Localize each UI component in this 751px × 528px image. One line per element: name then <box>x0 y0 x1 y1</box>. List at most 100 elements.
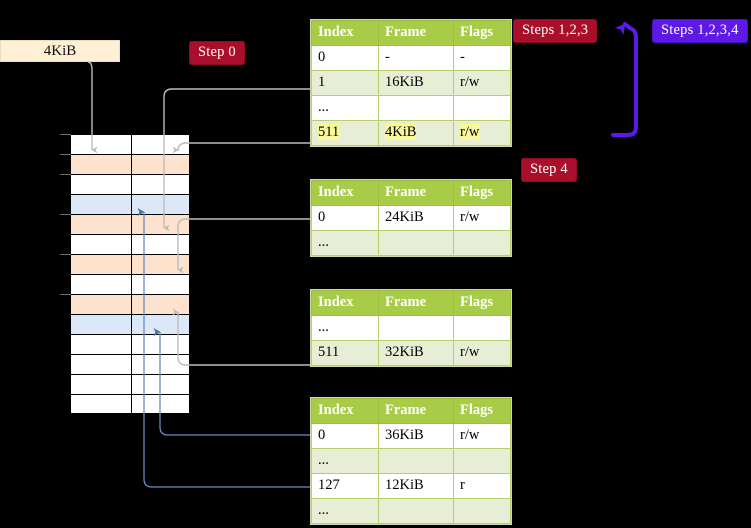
physical-memory-column <box>70 134 190 414</box>
cell-frame: 4KiB <box>378 120 454 146</box>
steps1234-badge: Steps 1,2,3,4 <box>652 19 748 43</box>
cell-index: 127 <box>311 473 379 499</box>
page-table-pt: Index Frame Flags 0 36KiB r/w ... 127 12… <box>311 398 511 524</box>
memory-row <box>71 395 189 414</box>
column-header-flags: Flags <box>453 398 511 424</box>
page-size-box: 4KiB <box>0 40 120 62</box>
memory-row <box>71 295 189 315</box>
column-header-flags: Flags <box>453 20 511 46</box>
cell-frame <box>378 95 454 121</box>
column-header-flags: Flags <box>453 180 511 206</box>
cell-flags-text: r/w <box>460 124 480 140</box>
step4-badge: Step 4 <box>521 158 577 182</box>
memory-row <box>71 275 189 295</box>
table-header-row: Index Frame Flags <box>311 290 511 316</box>
steps123-badge: Steps 1,2,3 <box>513 19 598 43</box>
column-header-index: Index <box>311 398 379 424</box>
table-row: 1 16KiB r/w <box>311 70 511 96</box>
cell-index: 511 <box>311 120 379 146</box>
cell-index: ... <box>311 448 379 474</box>
table-row: 0 24KiB r/w <box>311 205 511 231</box>
cell-flags: r/w <box>453 120 511 146</box>
memory-row <box>71 135 189 155</box>
arrow-steps-bracket <box>611 22 638 137</box>
memory-row <box>71 315 189 335</box>
page-table-pml4: Index Frame Flags 0 - - 1 16KiB r/w ... <box>311 20 511 146</box>
memory-row <box>71 335 189 355</box>
step0-label: Step 0 <box>198 44 236 60</box>
cell-frame: 16KiB <box>378 70 454 96</box>
cell-frame: 24KiB <box>378 205 454 231</box>
table-row: 511 32KiB r/w <box>311 340 511 366</box>
table-row: 0 36KiB r/w <box>311 423 511 449</box>
memory-tick <box>60 294 71 295</box>
cell-flags <box>453 95 511 121</box>
cell-frame <box>378 315 454 341</box>
memory-tick <box>60 254 71 255</box>
table-row: 127 12KiB r <box>311 473 511 499</box>
cell-frame: 12KiB <box>378 473 454 499</box>
memory-row <box>71 355 189 375</box>
cell-flags <box>453 448 511 474</box>
column-header-index: Index <box>311 290 379 316</box>
memory-row <box>71 195 189 215</box>
column-header-frame: Frame <box>378 20 454 46</box>
cell-frame: 32KiB <box>378 340 454 366</box>
cell-flags: r <box>453 473 511 499</box>
cell-flags: r/w <box>453 340 511 366</box>
cell-flags: r/w <box>453 70 511 96</box>
table-row: ... <box>311 95 511 121</box>
table-row: ... <box>311 230 511 256</box>
cell-index: 0 <box>311 205 379 231</box>
table-header-row: Index Frame Flags <box>311 20 511 46</box>
cell-flags: r/w <box>453 423 511 449</box>
arrow-pd-row511-to-memory <box>172 308 310 366</box>
table-row: ... <box>311 498 511 524</box>
step0-badge: Step 0 <box>189 41 245 65</box>
cell-flags <box>453 498 511 524</box>
memory-tick <box>60 174 71 175</box>
memory-row <box>71 375 189 395</box>
cell-flags: - <box>453 45 511 71</box>
memory-row <box>71 175 189 195</box>
step4-label: Step 4 <box>530 161 568 177</box>
steps123-label: Steps 1,2,3 <box>522 22 589 38</box>
memory-row <box>71 235 189 255</box>
column-header-index: Index <box>311 20 379 46</box>
page-table-pdp: Index Frame Flags 0 24KiB r/w ... <box>311 180 511 256</box>
page-table-pd: Index Frame Flags ... 511 32KiB r/w <box>311 290 511 366</box>
cell-index: ... <box>311 95 379 121</box>
table-header-row: Index Frame Flags <box>311 398 511 424</box>
cell-index: 1 <box>311 70 379 96</box>
cell-frame-text: 4KiB <box>385 124 417 140</box>
table-header-row: Index Frame Flags <box>311 180 511 206</box>
table-row: ... <box>311 448 511 474</box>
column-header-frame: Frame <box>378 180 454 206</box>
cell-frame <box>378 448 454 474</box>
memory-column-divider <box>131 135 132 413</box>
steps1234-label: Steps 1,2,3,4 <box>661 22 739 38</box>
memory-tick <box>60 154 71 155</box>
cell-flags <box>453 315 511 341</box>
memory-tick <box>60 134 71 135</box>
cell-index: 511 <box>311 340 379 366</box>
memory-row <box>71 155 189 175</box>
cell-frame <box>378 498 454 524</box>
table-row: ... <box>311 315 511 341</box>
cell-flags <box>453 230 511 256</box>
memory-row <box>71 215 189 235</box>
cell-index: ... <box>311 498 379 524</box>
arrow-pdp-row0-to-memory <box>177 218 310 274</box>
cell-frame: - <box>378 45 454 71</box>
column-header-index: Index <box>311 180 379 206</box>
arrow-pml4-row511-to-memory <box>172 142 310 154</box>
cell-index: ... <box>311 230 379 256</box>
column-header-flags: Flags <box>453 290 511 316</box>
page-size-label: 4KiB <box>43 42 77 59</box>
cell-flags: r/w <box>453 205 511 231</box>
cell-index: 0 <box>311 423 379 449</box>
memory-row <box>71 255 189 275</box>
cell-frame <box>378 230 454 256</box>
cell-frame: 36KiB <box>378 423 454 449</box>
